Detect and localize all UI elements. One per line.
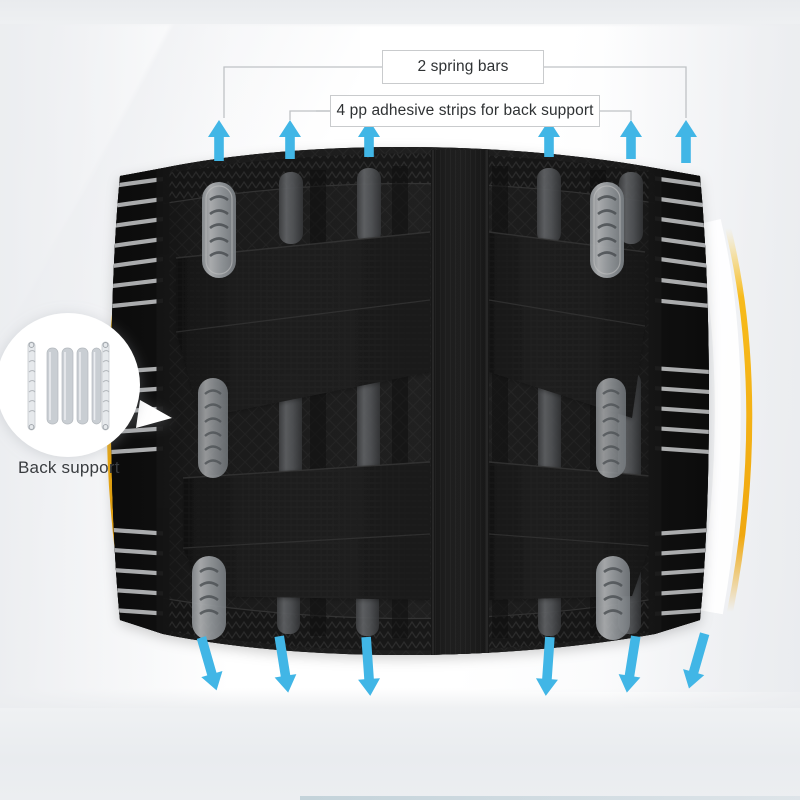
arrow-down-2 bbox=[274, 635, 297, 693]
top-edge-band bbox=[0, 0, 800, 24]
arrows-bottom bbox=[196, 632, 710, 696]
inset-spring-bar-left bbox=[27, 341, 36, 431]
inset-pp-strips bbox=[46, 347, 102, 425]
arrow-down-6 bbox=[683, 632, 710, 689]
inset-spring-bar-right bbox=[101, 341, 110, 431]
arrow-down-4 bbox=[535, 636, 558, 696]
belt-interior bbox=[111, 147, 709, 655]
arrow-up-6 bbox=[675, 120, 697, 163]
arrow-up-1 bbox=[208, 120, 230, 161]
arrow-down-3 bbox=[358, 636, 381, 696]
arrow-up-5 bbox=[620, 120, 642, 159]
leader-lines bbox=[223, 66, 687, 127]
back-support-inset bbox=[0, 313, 172, 457]
arrow-down-5 bbox=[618, 635, 641, 693]
arrows-top bbox=[208, 120, 697, 163]
arrow-up-4 bbox=[538, 120, 560, 157]
arrow-up-2 bbox=[279, 120, 302, 159]
bottom-edge-band bbox=[0, 708, 800, 800]
arrow-up-3 bbox=[358, 120, 381, 157]
inset-caption-back-support: Back support bbox=[18, 458, 120, 477]
callout-spring-bars: 2 spring bars bbox=[382, 50, 544, 84]
arrow-down-1 bbox=[196, 636, 223, 691]
accent-curve-right bbox=[725, 225, 753, 615]
callout-pp-strips: 4 pp adhesive strips for back support bbox=[330, 95, 600, 127]
